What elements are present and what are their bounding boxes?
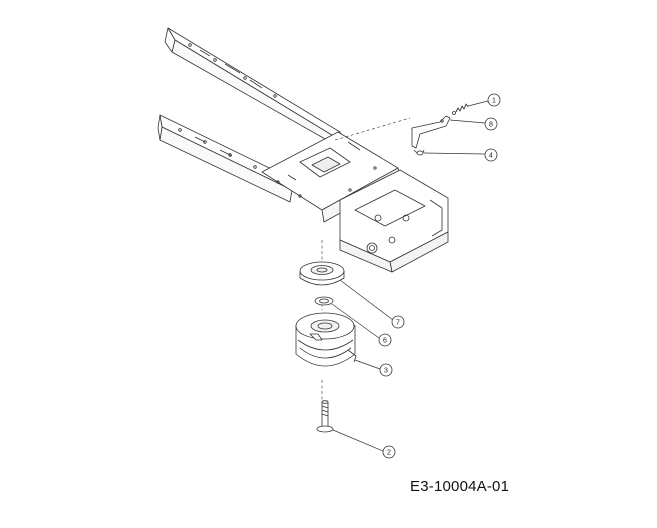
callout-3: 3 [379,363,393,377]
washer-part [314,296,334,306]
callout-6: 6 [378,333,392,347]
frame-rail-lower [157,114,293,203]
callout-8: 8 [484,117,498,131]
screw-part [413,149,425,156]
bolt-part [316,400,334,433]
svg-text:2: 2 [387,450,391,457]
callout-4: 4 [484,148,498,162]
svg-text:1: 1 [492,98,496,105]
clutch-part [295,312,357,367]
callout-1: 1 [487,93,501,107]
svg-text:6: 6 [383,338,387,345]
drawing-code-label: E3-10004A-01 [410,478,510,495]
pulley-part [299,261,345,286]
spring-part [452,103,469,115]
leader-lines [331,100,489,452]
svg-text:7: 7 [396,320,400,327]
frame-front-bracket [339,169,449,273]
svg-text:8: 8 [489,122,493,129]
frame-rail-upper [164,27,349,153]
callout-2: 2 [382,445,396,459]
svg-text:3: 3 [384,368,388,375]
bracket-part [411,115,451,149]
callout-7: 7 [391,315,405,329]
svg-text:4: 4 [489,153,493,160]
